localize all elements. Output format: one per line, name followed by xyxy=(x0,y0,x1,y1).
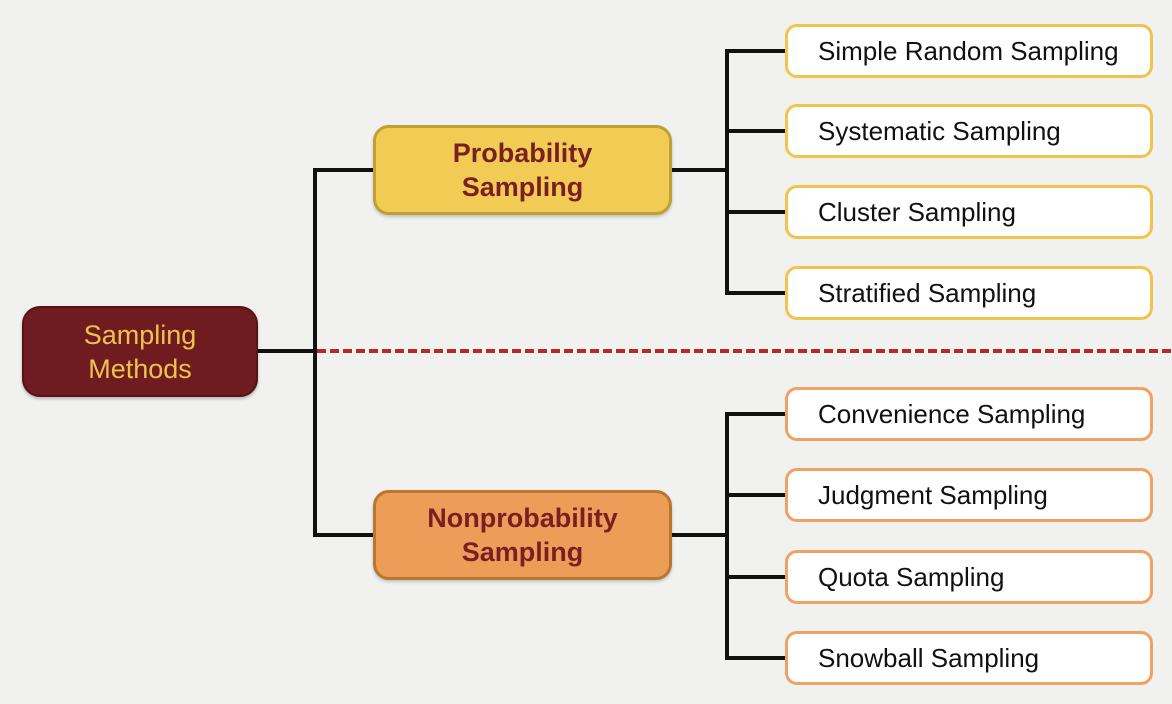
connector-upper-spine-vertical xyxy=(725,49,729,295)
probability-label-line2: Sampling xyxy=(461,172,584,202)
connector-trunk-to-nonprobability xyxy=(313,533,373,537)
probability-nonprobability-divider-dashed-line xyxy=(317,349,1172,353)
leaf-cluster-sampling: Cluster Sampling xyxy=(785,185,1153,239)
node-sampling-methods: Sampling Methods xyxy=(22,306,258,397)
connector-trunk-to-probability xyxy=(313,168,373,172)
leaf-snowball-sampling: Snowball Sampling xyxy=(785,631,1153,685)
nonprobability-label-line1: Nonprobability xyxy=(427,503,618,533)
connector-to-cluster xyxy=(727,210,785,214)
connector-to-stratified xyxy=(727,291,785,295)
connector-root-to-trunk xyxy=(256,349,317,353)
root-label-line2: Methods xyxy=(88,353,192,384)
leaf-quota-sampling: Quota Sampling xyxy=(785,550,1153,604)
connector-lower-spine-vertical xyxy=(725,412,729,660)
connector-to-quota xyxy=(727,575,785,579)
connector-to-judgment xyxy=(727,493,785,497)
leaf-systematic-sampling: Systematic Sampling xyxy=(785,104,1153,158)
root-label-line1: Sampling xyxy=(83,319,197,350)
node-probability-label: Probability Sampling xyxy=(453,136,593,204)
leaf-convenience-sampling: Convenience Sampling xyxy=(785,387,1153,441)
node-sampling-methods-label: Sampling Methods xyxy=(84,318,197,386)
node-nonprobability-sampling: Nonprobability Sampling xyxy=(373,490,672,580)
leaf-simple-random-sampling: Simple Random Sampling xyxy=(785,24,1153,78)
leaf-judgment-sampling: Judgment Sampling xyxy=(785,468,1153,522)
node-nonprobability-label: Nonprobability Sampling xyxy=(427,501,618,569)
connector-to-systematic xyxy=(727,129,785,133)
connector-to-simple-random xyxy=(727,49,785,53)
connector-trunk-vertical xyxy=(313,168,317,537)
probability-label-line1: Probability xyxy=(452,138,593,168)
connector-probability-to-spine xyxy=(672,168,729,172)
node-probability-sampling: Probability Sampling xyxy=(373,125,672,215)
leaf-stratified-sampling: Stratified Sampling xyxy=(785,266,1153,320)
connector-to-convenience xyxy=(727,412,785,416)
connector-nonprobability-to-spine xyxy=(672,533,729,537)
connector-to-snowball xyxy=(727,656,785,660)
nonprobability-label-line2: Sampling xyxy=(461,537,584,567)
